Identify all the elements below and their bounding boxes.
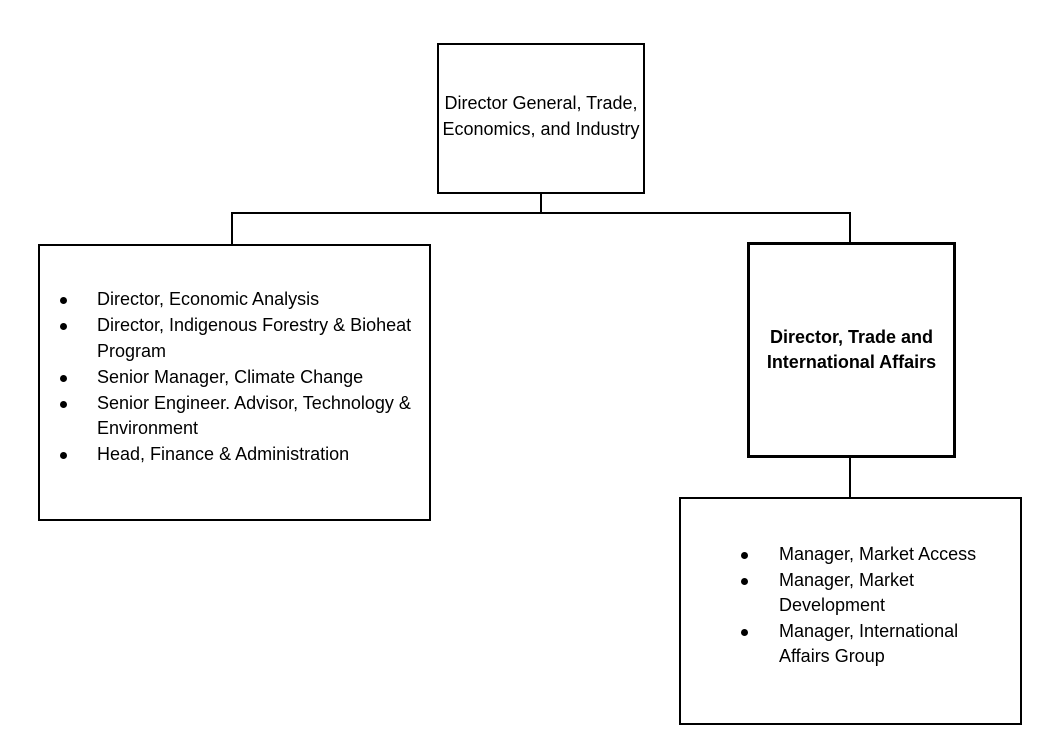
bullet-icon — [60, 297, 67, 304]
bullet-icon — [741, 628, 748, 636]
economics-staff-box: Director, Economic Analysis Director, In… — [38, 244, 431, 521]
director-trade-title: Director, Trade and International Affair… — [766, 327, 937, 372]
trade-staff-box: Manager, Market Access Manager, Market D… — [679, 497, 1022, 725]
list-item: Manager, Market Access — [741, 542, 1004, 568]
list-item: Senior Engineer. Advisor, Technology & E… — [60, 391, 417, 442]
list-item-label: Director, Indigenous Forestry & Bioheat … — [97, 315, 412, 361]
list-item: Head, Finance & Administration — [60, 442, 417, 468]
bullet-icon — [60, 374, 67, 382]
economics-staff-list: Director, Economic Analysis Director, In… — [60, 287, 417, 468]
list-item-label: Senior Engineer. Advisor, Technology & E… — [97, 392, 411, 439]
bullet-icon — [60, 452, 67, 459]
list-item: Manager, Market Development — [741, 568, 1004, 619]
connector-to-trade-box — [849, 212, 851, 243]
list-item: Director, Indigenous Forestry & Bioheat … — [60, 313, 417, 364]
connector-dg-down — [540, 193, 542, 213]
connector-horizontal-bar — [231, 212, 851, 214]
bullet-icon — [60, 400, 67, 408]
list-item-label: Manager, Market Access — [779, 544, 977, 564]
list-item: Director, Economic Analysis — [60, 287, 417, 313]
director-general-title: Director General, Trade, Economics, and … — [442, 92, 640, 139]
list-item-label: Manager, International Affairs Group — [779, 620, 959, 667]
director-trade-box: Director, Trade and International Affair… — [747, 242, 956, 458]
director-general-box: Director General, Trade, Economics, and … — [437, 43, 645, 194]
list-item-label: Manager, Market Development — [779, 569, 915, 616]
list-item: Senior Manager, Climate Change — [60, 365, 417, 391]
bullet-icon — [60, 323, 67, 330]
connector-to-left-box — [231, 212, 233, 245]
list-item-label: Director, Economic Analysis — [97, 289, 320, 309]
connector-trade-to-right-box — [849, 456, 851, 498]
bullet-icon — [741, 552, 748, 559]
list-item-label: Head, Finance & Administration — [97, 444, 350, 464]
list-item-label: Senior Manager, Climate Change — [97, 366, 364, 387]
trade-staff-list: Manager, Market Access Manager, Market D… — [741, 542, 1004, 670]
list-item: Manager, International Affairs Group — [741, 619, 1004, 670]
bullet-icon — [741, 577, 748, 585]
